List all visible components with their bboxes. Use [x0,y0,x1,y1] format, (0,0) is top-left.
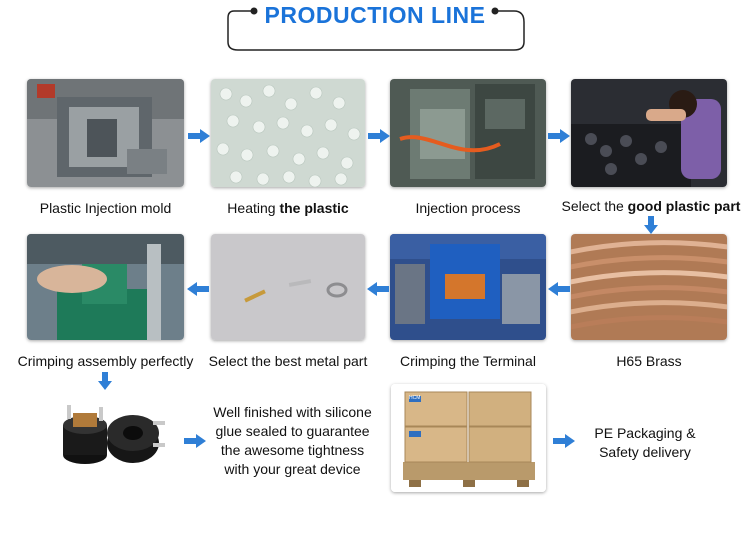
packaging-text: PE Packaging & Safety delivery [580,424,710,462]
arrow-right-icon [553,434,575,448]
box-brand-label: HCM [409,395,421,401]
dc-jack-product-image [63,405,165,464]
arrow-right-icon [368,129,390,143]
description-line: Well finished with silicone [213,404,372,420]
description-line: the awesome tightness [220,442,365,458]
page-title: PRODUCTION LINE [264,2,486,28]
arrow-down-icon [644,216,658,234]
arrow-left-icon [548,282,570,296]
packaging-line: Safety delivery [599,444,691,460]
description-text: Well finished with silicone glue sealed … [200,403,385,479]
step-label-select-metal: Select the best metal part [208,353,368,369]
step-label-select-plastic-a: Select the [561,198,628,214]
sorting-parts-photo [571,79,727,187]
step-label-heating-a: Heating [227,200,280,216]
packaging-photo [391,384,546,492]
arrow-right-icon [188,129,210,143]
metal-parts-photo [211,234,365,340]
terminal-press-photo [390,234,546,340]
step-label-injection-process: Injection process [415,200,521,216]
description-line: glue sealed to guarantee [215,423,370,439]
arrow-right-icon [548,129,570,143]
step-label-heating: Heating the plastic [206,200,370,216]
step-label-injection-mold: Plastic Injection mold [39,200,172,216]
arrow-right-icon [184,434,206,448]
arrow-down-icon [98,372,112,390]
step-label-crimping-terminal: Crimping the Terminal [400,353,536,369]
step-label-heating-b: the plastic [279,200,349,216]
step-label-select-plastic: Select the good plastic part [556,198,746,214]
injection-mold-photo [27,79,184,187]
brass-coils-photo [571,234,727,340]
step-label-brass: H65 Brass [616,353,682,369]
packaging-line: PE Packaging & [594,425,696,441]
step-label-crimping-assembly: Crimping assembly perfectly [17,353,194,369]
crimping-assembly-photo [27,234,184,340]
injection-machine-photo [390,79,546,187]
arrow-left-icon [367,282,389,296]
plastic-pellets-photo [211,79,365,187]
step-label-select-plastic-b: good plastic part [627,198,741,214]
arrow-left-icon [187,282,209,296]
title-frame [227,7,525,51]
description-line: with your great device [224,461,361,477]
